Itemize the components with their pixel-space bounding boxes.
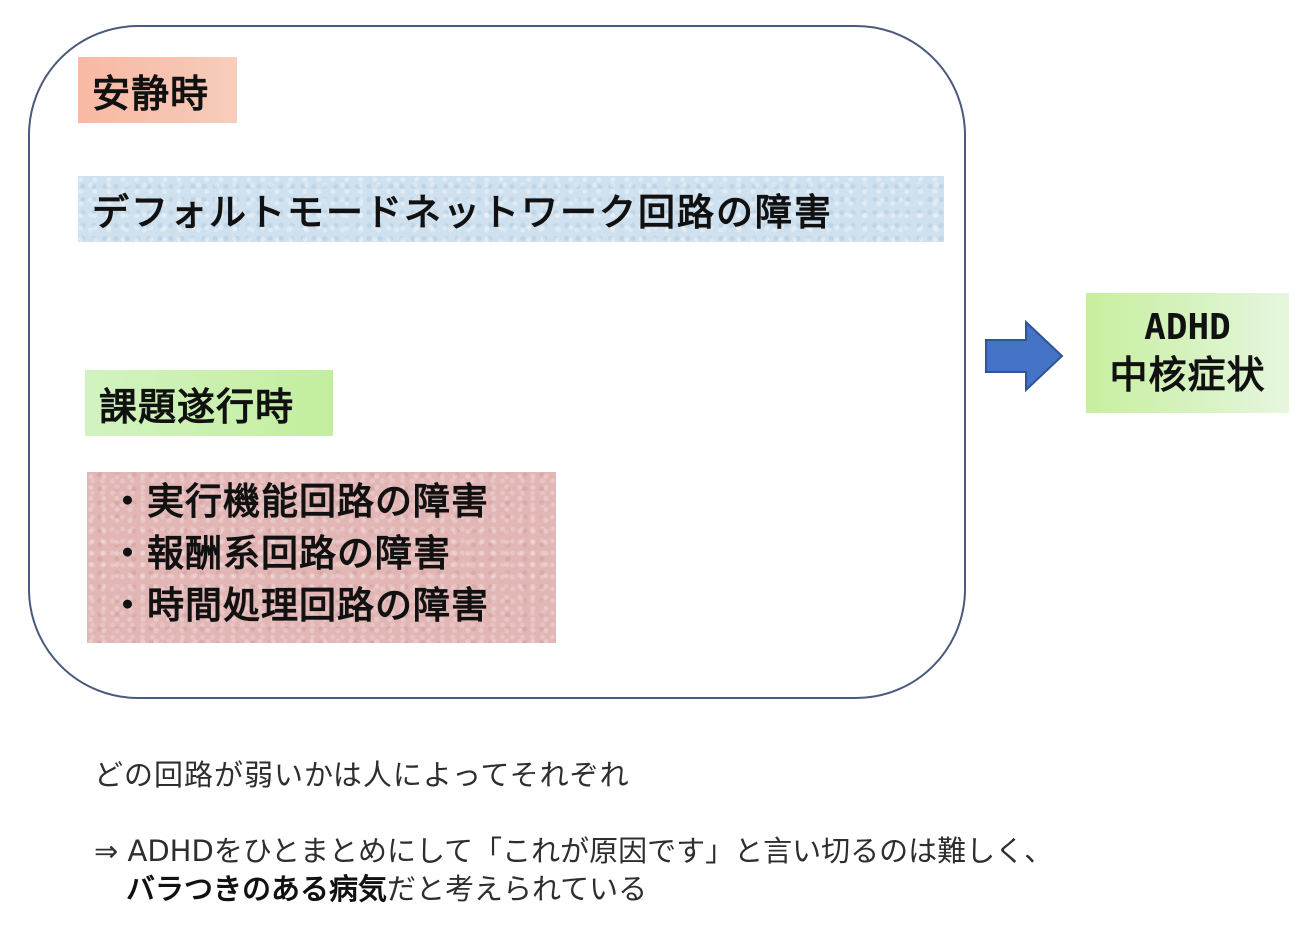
executive-function-circuit: ・実行機能回路の障害 xyxy=(109,480,489,523)
time-processing-circuit: ・時間処理回路の障害 xyxy=(109,584,489,627)
task-state-label: 課題遂行時 xyxy=(85,370,333,436)
variation-note: どの回路が弱いかは人によってそれぞれ xyxy=(94,758,630,792)
conclusion-emphasis: バラつきのある病気 xyxy=(126,872,388,906)
conclusion-line-1: ⇒ ADHDをひとまとめにして「これが原因です」と言い切るのは難しく、 xyxy=(94,834,1054,868)
reward-system-circuit: ・報酬系回路の障害 xyxy=(109,532,451,575)
task-circuits-list: ・実行機能回路の障害 ・報酬系回路の障害 ・時間処理回路の障害 xyxy=(87,472,556,643)
rest-state-label: 安静時 xyxy=(78,57,237,123)
default-mode-network-circuit: デフォルトモードネットワーク回路の障害 xyxy=(78,176,944,242)
adhd-title: ADHD xyxy=(1144,307,1231,348)
right-arrow-icon xyxy=(985,320,1064,392)
conclusion-tail: だと考えられている xyxy=(387,872,648,906)
conclusion-line-2: バラつきのある病気だと考えられている xyxy=(94,870,1053,908)
adhd-core-symptoms-box: ADHD 中核症状 xyxy=(1086,293,1289,413)
core-symptoms-label: 中核症状 xyxy=(1109,353,1266,397)
conclusion-note: ⇒ ADHDをひとまとめにして「これが原因です」と言い切るのは難しく、 バラつき… xyxy=(94,832,1053,908)
